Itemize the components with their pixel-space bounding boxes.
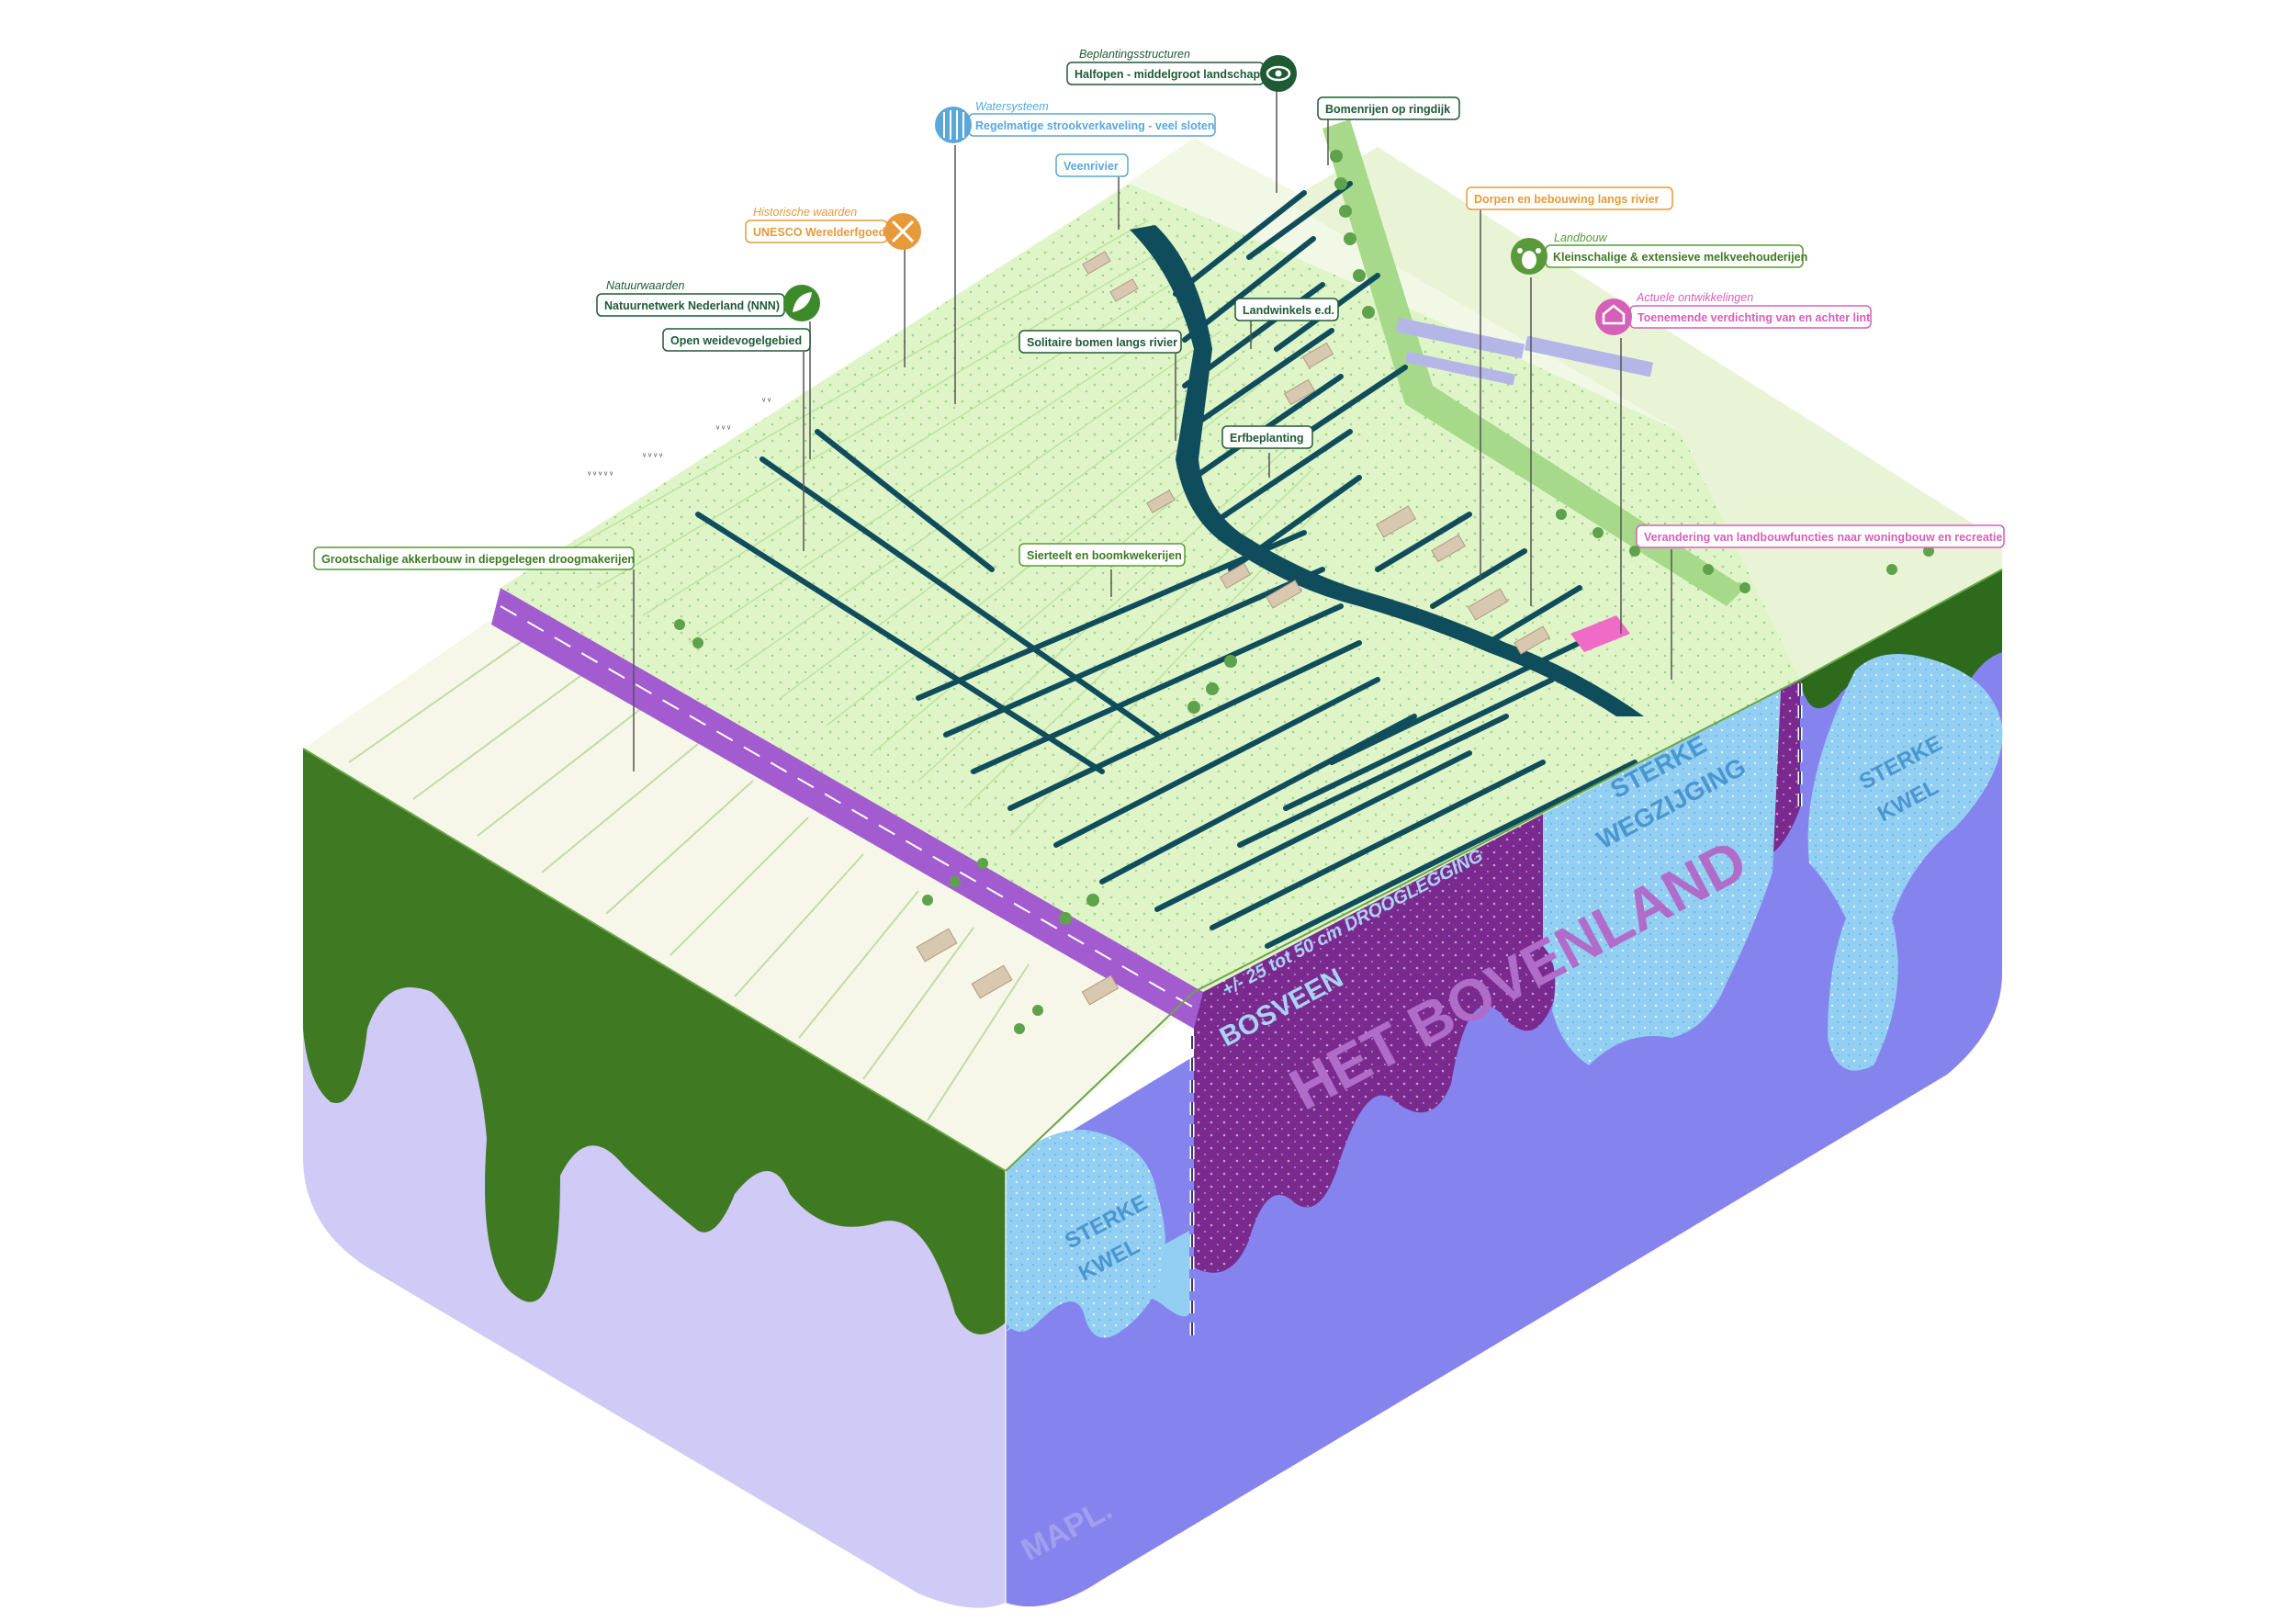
akkerbouw-callout: Grootschalige akkerbouw in diepgelegen d… bbox=[313, 546, 635, 570]
bomenrijen-callout: Bomenrijen op ringdijk bbox=[1317, 96, 1460, 120]
weidevogel-callout: Open weidevogelgebied bbox=[662, 328, 811, 352]
svg-text:ᵛ ᵛ: ᵛ ᵛ bbox=[761, 397, 771, 407]
leaf-icon bbox=[783, 285, 820, 321]
ontwikkeling-callout: Toenemende verdichting van en achter lin… bbox=[1629, 305, 1872, 329]
dorpen-callout: Dorpen en bebouwing langs rivier bbox=[1466, 186, 1673, 210]
verandering-text: Verandering van landbouwfuncties naar wo… bbox=[1644, 531, 2002, 544]
windmill-icon bbox=[884, 213, 921, 250]
veenrivier-callout: Veenrivier bbox=[1055, 153, 1129, 177]
erfbeplanting-text: Erfbeplanting bbox=[1230, 432, 1304, 445]
birds: ᵛ ᵛ ᵛ ᵛ ᵛ ᵛ ᵛ ᵛ ᵛ ᵛ ᵛ ᵛ ᵛ ᵛ bbox=[587, 397, 771, 480]
bomenrijen-text: Bomenrijen op ringdijk bbox=[1325, 103, 1450, 116]
svg-text:ᵛ ᵛ ᵛ ᵛ ᵛ: ᵛ ᵛ ᵛ ᵛ ᵛ bbox=[587, 470, 613, 480]
dorpen-text: Dorpen en bebouwing langs rivier bbox=[1474, 193, 1660, 206]
callout-labels: Beplantingsstructuren Halfopen - middelg… bbox=[313, 48, 2005, 570]
cow-icon bbox=[1511, 238, 1548, 275]
svg-text:ᵛ ᵛ ᵛ ᵛ: ᵛ ᵛ ᵛ ᵛ bbox=[642, 452, 663, 462]
landwinkels-callout: Landwinkels e.d. bbox=[1234, 298, 1339, 321]
sierteelt-text: Sierteelt en boomkwekerijen bbox=[1027, 549, 1182, 562]
historie-category: Historische waarden bbox=[753, 206, 857, 219]
solitaire-text: Solitaire bomen langs rivier bbox=[1027, 336, 1177, 349]
house-icon bbox=[1595, 298, 1632, 335]
left-soil-face bbox=[303, 749, 1006, 1608]
natuur-text: Natuurnetwerk Nederland (NNN) bbox=[604, 299, 780, 312]
verandering-callout: Verandering van landbouwfuncties naar wo… bbox=[1636, 524, 2005, 548]
veenrivier-text: Veenrivier bbox=[1064, 160, 1119, 173]
water-stripes-icon bbox=[935, 107, 972, 143]
landbouw-category: Landbouw bbox=[1554, 231, 1608, 244]
beplanting-callout: Halfopen - middelgroot landschap bbox=[1066, 62, 1265, 85]
natuur-callout: Natuurnetwerk Nederland (NNN) bbox=[596, 293, 785, 317]
landbouw-callout: Kleinschalige & extensieve melkveehouder… bbox=[1545, 244, 1807, 268]
landwinkels-text: Landwinkels e.d. bbox=[1243, 304, 1334, 317]
beplanting-text: Halfopen - middelgroot landschap bbox=[1075, 68, 1260, 81]
svg-text:ᵛ ᵛ ᵛ: ᵛ ᵛ ᵛ bbox=[715, 424, 731, 434]
weidevogel-text: Open weidevogelgebied bbox=[670, 334, 802, 347]
water-category: Watersysteem bbox=[975, 100, 1049, 113]
beplanting-category: Beplantingsstructuren bbox=[1079, 48, 1190, 61]
solitaire-callout: Solitaire bomen langs rivier bbox=[1019, 330, 1182, 354]
natuur-category: Natuurwaarden bbox=[606, 279, 685, 292]
erfbeplanting-callout: Erfbeplanting bbox=[1221, 425, 1313, 449]
ontwikkeling-text: Toenemende verdichting van en achter lin… bbox=[1638, 311, 1871, 324]
callout-lines bbox=[633, 86, 1672, 772]
landbouw-text: Kleinschalige & extensieve melkveehouder… bbox=[1553, 251, 1807, 264]
ontwikkeling-category: Actuele ontwikkelingen bbox=[1636, 291, 1753, 304]
water-text: Regelmatige strookverkaveling - veel slo… bbox=[975, 119, 1215, 132]
eye-icon bbox=[1260, 55, 1297, 92]
sierteelt-callout: Sierteelt en boomkwekerijen bbox=[1019, 543, 1186, 567]
akkerbouw-text: Grootschalige akkerbouw in diepgelegen d… bbox=[321, 553, 635, 566]
right-soil-face bbox=[1006, 569, 2003, 1607]
historie-text: UNESCO Werelderfgoed bbox=[753, 226, 885, 239]
water-callout: Regelmatige strookverkaveling - veel slo… bbox=[968, 113, 1216, 137]
historie-callout: UNESCO Werelderfgoed bbox=[745, 220, 888, 243]
top-landscape: ᵛ ᵛ ᵛ ᵛ ᵛ ᵛ ᵛ ᵛ ᵛ ᵛ ᵛ ᵛ ᵛ ᵛ bbox=[302, 119, 2003, 1173]
